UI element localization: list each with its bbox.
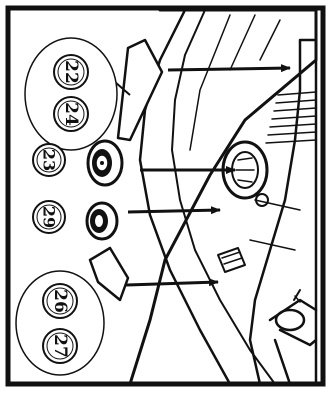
callout-26: 26 <box>43 284 77 318</box>
callout-label: 29 <box>40 206 59 228</box>
callout-23: 23 <box>33 144 65 176</box>
wheel-part-23 <box>88 141 122 185</box>
callout-27: 27 <box>43 329 77 363</box>
wheel-part-29 <box>87 203 117 239</box>
callout-24: 24 <box>54 97 88 131</box>
callout-label: 24 <box>61 102 81 126</box>
callout-label: 22 <box>61 60 81 84</box>
callout-label: 27 <box>50 334 70 358</box>
callout-label: 23 <box>40 149 59 171</box>
callout-22: 22 <box>54 55 88 89</box>
callout-29: 29 <box>33 201 65 233</box>
callout-label: 26 <box>50 289 70 313</box>
